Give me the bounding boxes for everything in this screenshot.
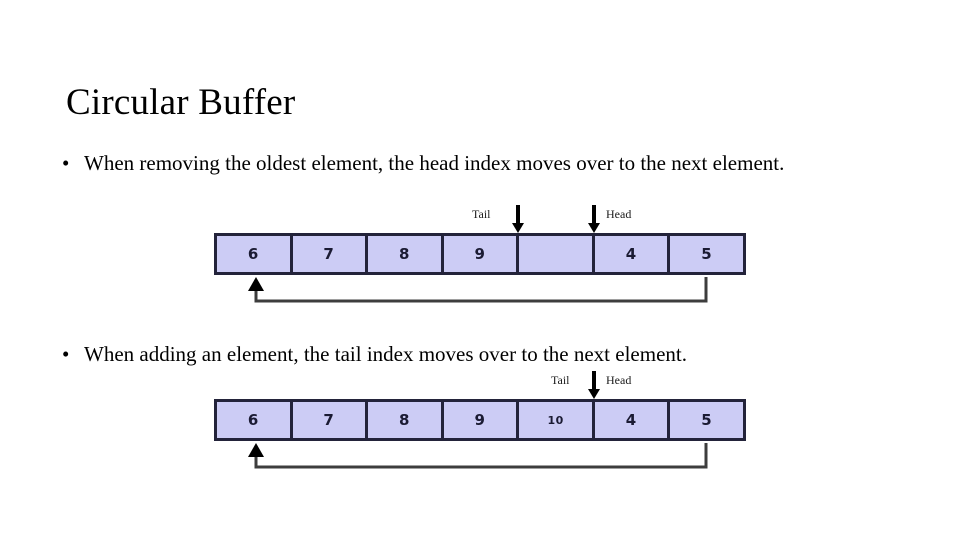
bullet-text: When adding an element, the tail index m…	[84, 342, 687, 366]
buffer-cell-value: 7	[323, 245, 335, 263]
buffer-cell-value: 4	[625, 245, 637, 263]
tail-head-arrow-icon	[587, 371, 601, 399]
bullet-marker: •	[62, 151, 70, 175]
buffer-cell-empty[interactable]	[519, 236, 595, 272]
page-title: Circular Buffer	[66, 81, 296, 123]
buffer-cell[interactable]: 7	[292, 402, 369, 438]
buffer-cell-row: 6 7 8 9 4 5	[214, 233, 746, 275]
tail-arrow-icon	[511, 205, 525, 233]
buffer-cell[interactable]: 4	[594, 402, 671, 438]
buffer-cell[interactable]: 5	[670, 236, 744, 272]
buffer-cell-value: 5	[701, 411, 713, 429]
buffer-cell[interactable]: 8	[368, 236, 444, 272]
buffer-cell[interactable]: 4	[594, 236, 671, 272]
head-pointer-label: Head	[606, 207, 632, 221]
bullet-item-2: • When adding an element, the tail index…	[62, 339, 922, 369]
buffer-cell[interactable]: 6	[217, 402, 293, 438]
buffer-cell[interactable]: 9	[443, 236, 520, 272]
buffer-cell-new[interactable]: 10	[519, 402, 595, 438]
buffer-cell-value: 9	[474, 245, 486, 263]
buffer-cell[interactable]: 8	[368, 402, 444, 438]
buffer-cell-value: 6	[247, 411, 259, 429]
buffer-cell-value: 10	[547, 413, 564, 427]
buffer-cell-value: 8	[398, 245, 410, 263]
tail-pointer-label: Tail	[472, 207, 491, 221]
buffer-cell-value: 8	[398, 411, 410, 429]
circular-buffer-diagram-after: Tail Head 6 7 8 9 10 4 5	[210, 369, 750, 479]
buffer-cell-value: 4	[625, 411, 637, 429]
buffer-cell[interactable]: 9	[443, 402, 520, 438]
pointer-row: Tail Head	[214, 369, 746, 399]
buffer-cell-value: 9	[474, 411, 486, 429]
tail-pointer-label: Tail	[551, 373, 570, 387]
head-arrow-icon	[587, 205, 601, 233]
wrap-around-arrow-icon	[210, 441, 750, 477]
bullet-marker: •	[62, 342, 70, 366]
bullet-item-1: • When removing the oldest element, the …	[62, 148, 892, 178]
circular-buffer-diagram-before: Tail Head 6 7 8 9 4 5	[210, 203, 750, 313]
buffer-cell[interactable]: 6	[217, 236, 293, 272]
head-pointer-label: Head	[606, 373, 632, 387]
buffer-cell-value: 6	[247, 245, 259, 263]
buffer-cell-row: 6 7 8 9 10 4 5	[214, 399, 746, 441]
buffer-cell[interactable]: 7	[292, 236, 369, 272]
wrap-around-arrow-icon	[210, 275, 750, 311]
pointer-row: Tail Head	[214, 203, 746, 233]
buffer-cell-value: 7	[323, 411, 335, 429]
buffer-cell[interactable]: 5	[670, 402, 744, 438]
bullet-text: When removing the oldest element, the he…	[84, 151, 785, 175]
buffer-cell-value: 5	[701, 245, 713, 263]
